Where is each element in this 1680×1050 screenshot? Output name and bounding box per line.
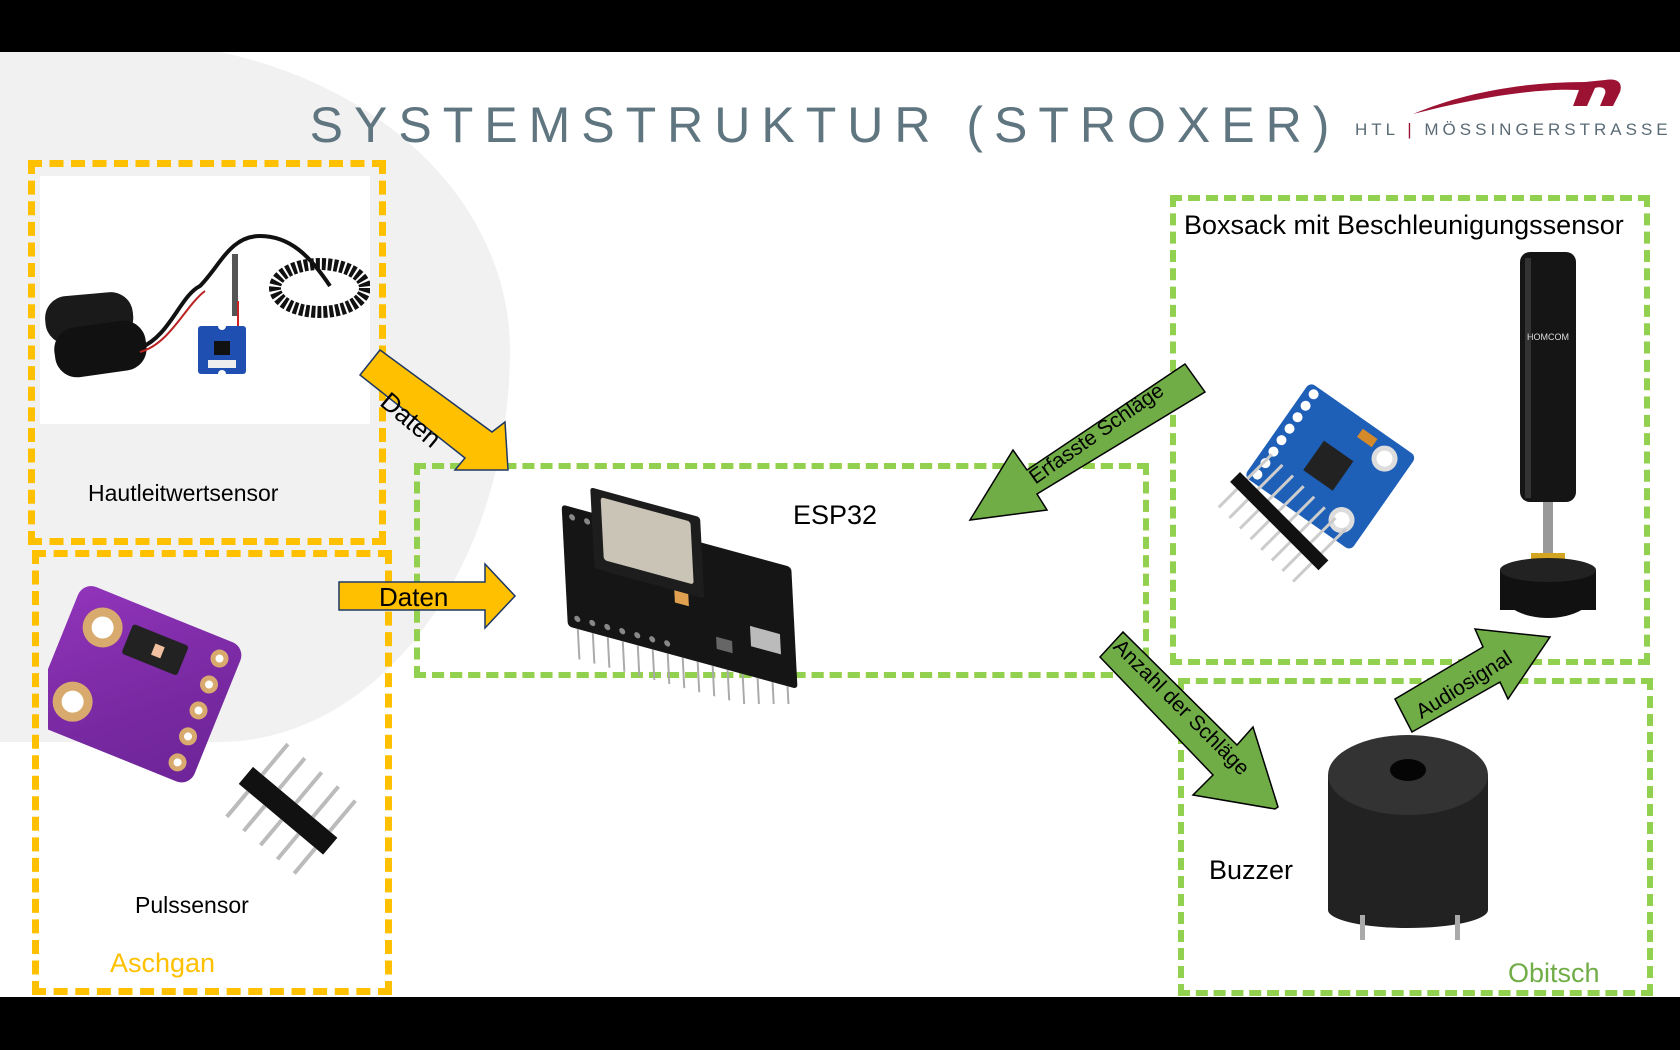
arrow-bag-to-esp32: Erfasste Schläge — [965, 342, 1215, 532]
arrow-pulse-to-esp32: Daten — [337, 562, 517, 632]
accelerometer-image — [1215, 372, 1495, 622]
arrow-pulse-label: Daten — [379, 582, 449, 612]
slide-title: SYSTEMSTRUKTUR (STROXER) — [309, 97, 1341, 153]
skin-sensor-label: Hautleitwertsensor — [88, 480, 279, 506]
pulse-sensor-group — [32, 550, 392, 995]
arrow-esp32-to-buzzer: Anzahl der Schläge — [1095, 627, 1285, 822]
pulse-sensor-image — [31, 572, 368, 892]
buzzer-group — [1178, 678, 1653, 996]
arrow-buzzer-to-bag: Audiosignal — [1390, 587, 1555, 737]
buzzer-image — [1320, 730, 1495, 940]
logo-text: HTL | MÖSSINGERSTRASSE — [1355, 120, 1672, 140]
slide: SYSTEMSTRUKTUR (STROXER) HTL | MÖSSINGER… — [0, 52, 1680, 997]
bag-brand-text: HOMCOM — [1527, 332, 1569, 342]
author-left: Aschgan — [110, 948, 216, 978]
pulse-sensor-label: Pulssensor — [135, 892, 249, 918]
esp32-image — [540, 464, 810, 717]
buzzer-label: Buzzer — [1209, 855, 1294, 885]
arrow-skin-to-esp32: Daten — [358, 340, 520, 480]
logo-separator: | — [1407, 120, 1416, 139]
logo-swoosh-icon — [1413, 79, 1621, 114]
esp32-label: ESP32 — [793, 500, 878, 530]
punching-bag-image: HOMCOM — [1495, 250, 1615, 655]
punching-bag-label: Boxsack mit Beschleunigungssensor — [1184, 210, 1628, 241]
school-logo: HTL | MÖSSINGERSTRASSE — [1355, 74, 1668, 164]
punching-bag-group — [1170, 195, 1650, 665]
skin-sensor-image — [40, 176, 371, 424]
author-right: Obitsch — [1508, 958, 1600, 988]
logo-school-name: MÖSSINGERSTRASSE — [1424, 120, 1672, 139]
logo-htl: HTL — [1355, 120, 1399, 139]
